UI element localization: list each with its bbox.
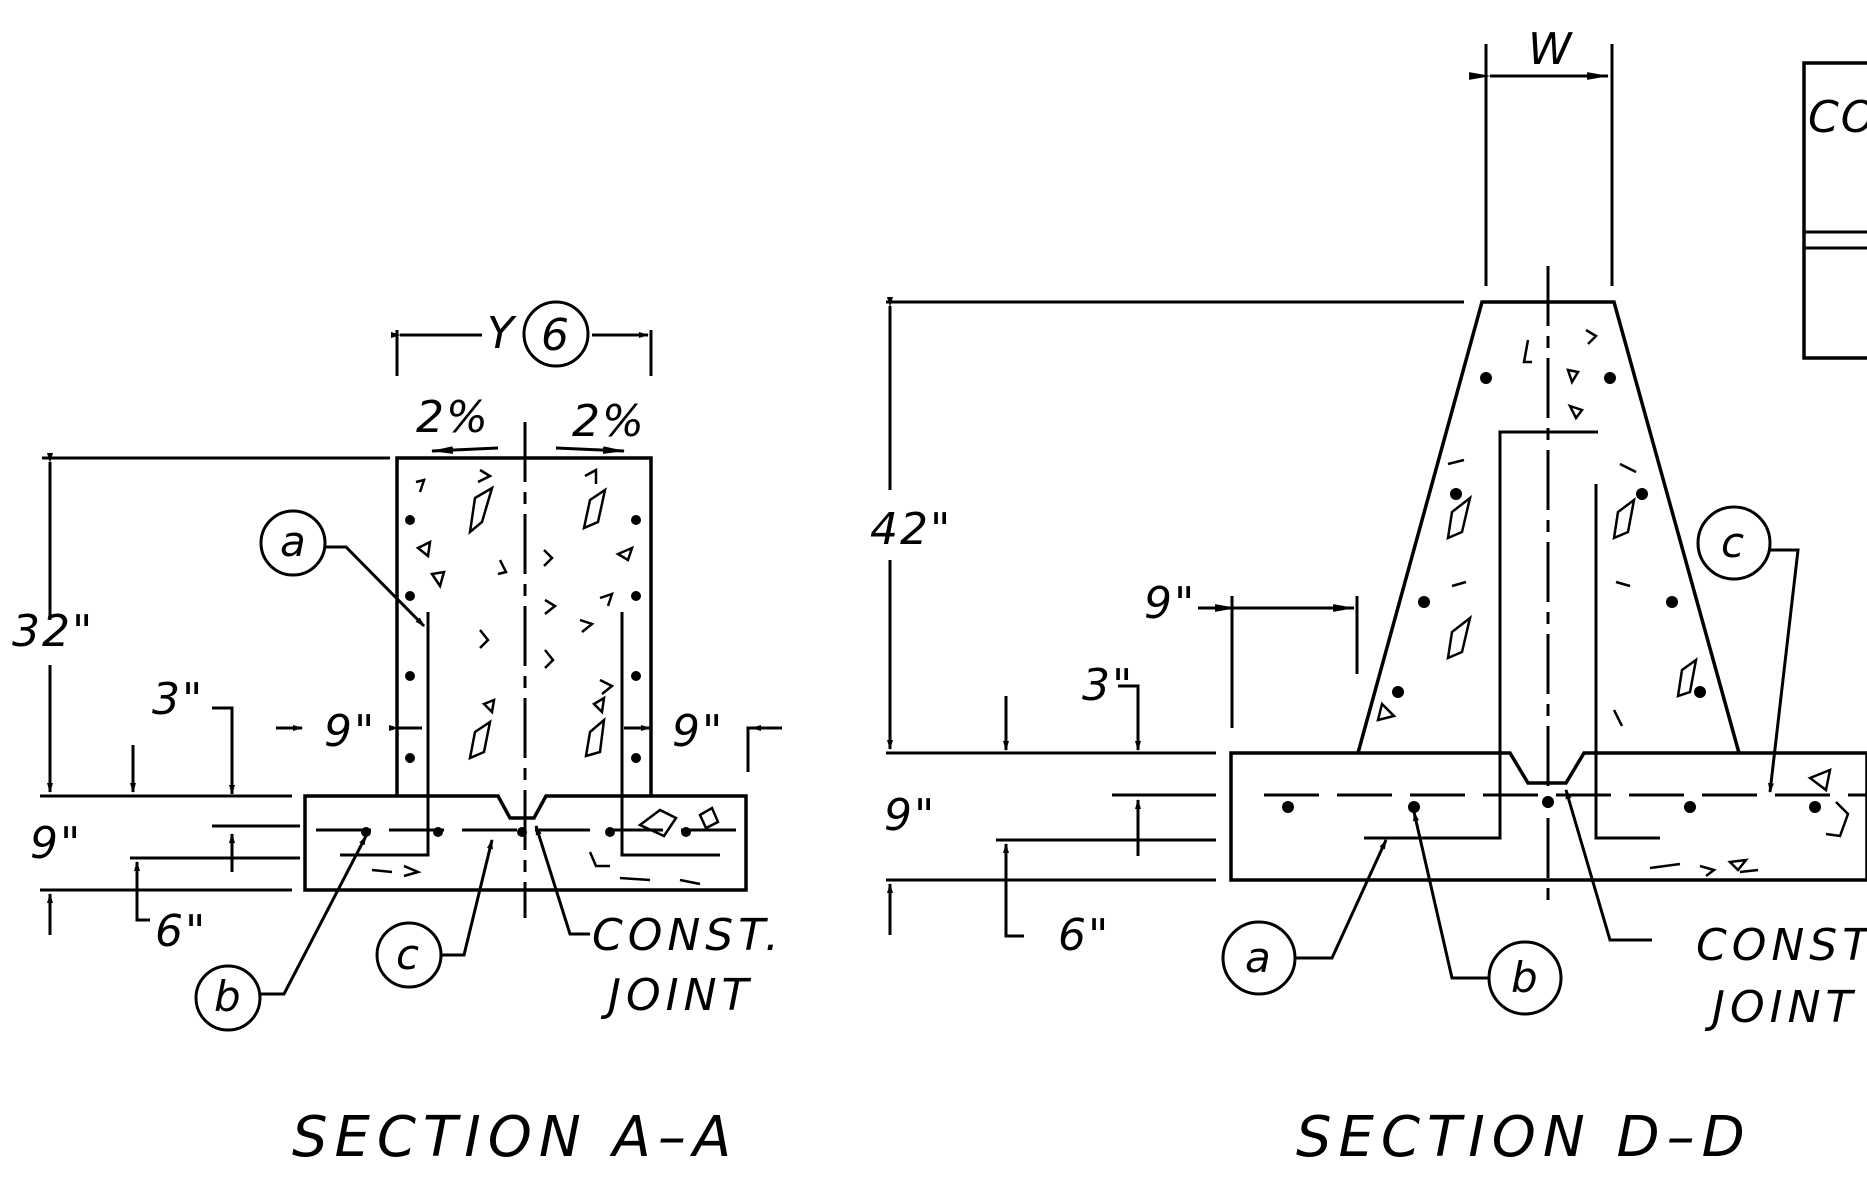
section-aa-width-dimension: Y 6 [391,300,653,376]
section-aa-3in-label: 3" [152,674,204,725]
section-dd-joint-line2: JOINT [1704,982,1857,1033]
section-aa: Y 6 2% 2% 32" 3" 9" [12,300,784,1170]
section-dd-width-dimension: W [1469,24,1614,286]
section-dd-3in-dimension: 3" [1003,660,1141,856]
section-dd-bubble-b: b [1412,811,1563,1016]
section-aa-slopes: 2% 2% [416,392,646,454]
section-aa-bubble-a: a [259,509,426,628]
section-dd-width-label: W [1528,24,1574,75]
section-aa-rebar [316,612,736,857]
section-aa-bubble-c: c [375,839,494,989]
section-aa-3in-dimension: 3" [130,674,235,872]
section-aa-width-ref: 6 [541,310,571,361]
section-dd-rebar-dots [1282,372,1821,813]
section-dd-footing-dimensions: 9" 6" [884,790,1216,961]
section-dd-6in-label: 6" [1058,910,1110,961]
section-aa-bubble-a-label: a [280,517,308,566]
section-dd-joint-line1: CONST [1696,920,1867,971]
section-dd-construction-joint: CONST JOINT [1564,789,1867,1033]
section-dd-9in-top-label: 9" [1144,578,1196,629]
section-aa-height-dimension: 32" [12,453,390,798]
section-aa-9in-footing-label: 9" [30,818,82,869]
section-aa-slope-right: 2% [572,396,646,447]
section-aa-height-label: 32" [12,606,94,657]
section-aa-concrete-texture [371,467,720,886]
section-aa-construction-joint: CONST. JOINT [534,825,784,1021]
section-dd-title: SECTION D–D [1296,1105,1752,1170]
section-dd-9in-footing-label: 9" [884,790,936,841]
section-dd-height-dimension: 42" [870,297,1464,755]
section-dd-inset-label: CO [1808,92,1867,143]
section-dd-9in-top-dimension: 9" [1144,578,1359,728]
section-dd-rebar [1264,430,1867,840]
section-dd-bubble-c-label: c [1721,518,1746,567]
section-aa-joint-line2: JOINT [600,970,753,1021]
section-dd-bubble-b-label: b [1511,953,1540,1002]
section-aa-bubble-b-label: b [214,972,243,1021]
section-aa-6in-label: 6" [155,906,207,957]
section-aa-title: SECTION A–A [292,1105,738,1170]
section-dd-bubble-a-label: a [1245,933,1273,982]
section-aa-width-label: Y [487,308,517,359]
section-aa-9in-side-dimensions: 9" 9" [276,706,782,772]
section-aa-bubble-b: b [194,835,368,1032]
section-dd-inset-box: CO [1802,61,1867,360]
section-dd-height-label: 42" [870,504,952,555]
section-dd-bubble-a: a [1221,839,1388,996]
section-aa-bubble-c-label: c [396,930,421,979]
section-dd: W 42" 9" 3" 9" [870,24,1867,1170]
section-dd-concrete-texture [1376,328,1850,877]
section-aa-footing-dimensions: 9" 6" [30,818,300,957]
section-dd-bubble-c: c [1696,505,1800,793]
section-aa-9in-right-label: 9" [672,706,724,757]
section-aa-joint-line1: CONST. [592,910,784,961]
section-aa-slope-left: 2% [416,392,490,443]
section-aa-rebar-dots [361,515,691,837]
section-aa-9in-left-label: 9" [324,706,376,757]
